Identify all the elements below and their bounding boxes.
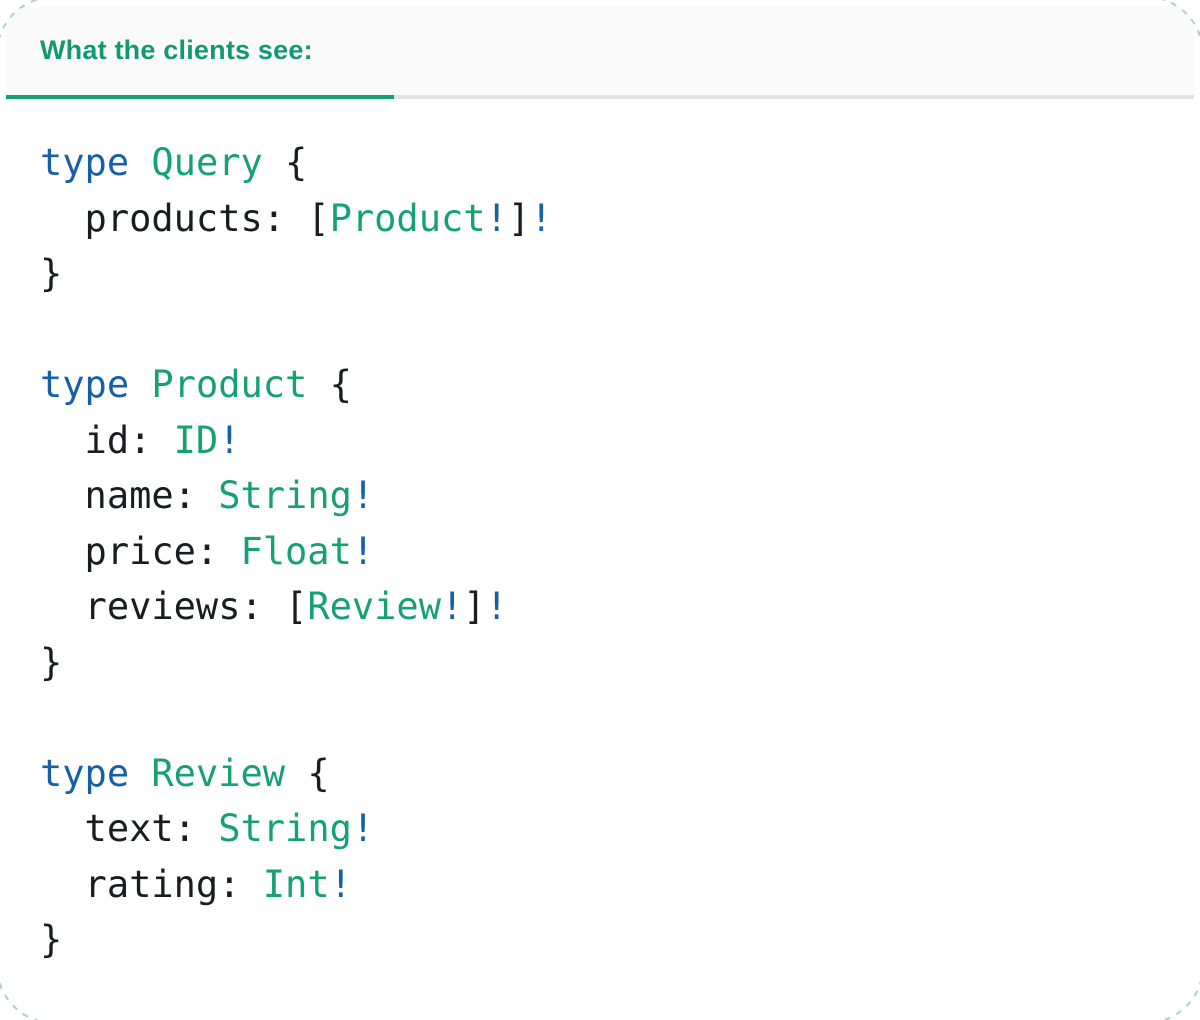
code-token: Review (307, 585, 441, 628)
code-token: String (218, 474, 352, 517)
code-token: } (40, 640, 63, 684)
code-token: products: [ (40, 196, 330, 240)
code-token: Review (151, 751, 286, 795)
code-line: } (40, 246, 1174, 302)
code-line: rating: Int! (40, 857, 1174, 913)
code-token: ! (351, 529, 375, 573)
code-line: type Query { (40, 135, 1174, 191)
code-token: type (40, 363, 130, 406)
code-token: id: (40, 418, 174, 462)
code-line: type Review { (40, 746, 1174, 802)
code-token: Product (151, 363, 308, 406)
divider-line (394, 95, 1194, 99)
code-token: Int (262, 862, 330, 906)
code-token: Query (151, 141, 263, 184)
code-token (129, 752, 151, 795)
code-line: text: String! (40, 801, 1174, 857)
code-token: ! (530, 196, 553, 240)
code-token: ! (329, 862, 352, 906)
code-line: price: Float! (40, 524, 1174, 580)
code-token: ! (351, 474, 375, 517)
code-token: } (40, 918, 63, 961)
code-line: type Product { (40, 357, 1174, 413)
code-token: { (262, 141, 308, 184)
code-token: ID (173, 418, 219, 462)
code-token: String (218, 807, 352, 850)
tab-what-clients-see: What the clients see: (40, 35, 313, 65)
code-token: price: (40, 529, 241, 573)
code-line (40, 302, 1174, 358)
schema-panel: What the clients see: type Query { produ… (6, 6, 1194, 1014)
code-token: reviews: [ (40, 585, 308, 628)
code-token: ! (485, 585, 508, 628)
code-line: name: String! (40, 468, 1174, 524)
code-line: } (40, 635, 1174, 691)
code-token: Float (240, 529, 352, 573)
code-token: ! (485, 196, 508, 240)
code-token: ] (463, 585, 486, 628)
code-token: name: (40, 474, 219, 517)
code-line: } (40, 912, 1174, 968)
code-token: type (40, 751, 130, 795)
code-token: rating: (40, 862, 263, 906)
code-token: { (307, 363, 352, 406)
code-block: type Query { products: [Product!]!}type … (6, 99, 1194, 968)
code-token: ! (218, 418, 241, 462)
code-token: ! (440, 585, 464, 628)
code-token (129, 141, 151, 184)
code-line (40, 690, 1174, 746)
panel-header: What the clients see: (6, 6, 1194, 95)
code-token: { (285, 751, 330, 795)
code-token: type (40, 141, 130, 184)
code-token: ] (507, 196, 531, 240)
code-line: id: ID! (40, 413, 1174, 469)
active-tab-underline (6, 95, 394, 99)
code-token (129, 363, 151, 406)
code-token: } (40, 252, 63, 295)
code-token: text: (40, 807, 219, 850)
code-token: ! (351, 807, 375, 850)
code-line: reviews: [Review!]! (40, 579, 1174, 635)
header-divider (6, 95, 1194, 99)
code-line: products: [Product!]! (40, 191, 1174, 247)
code-token: Product (329, 196, 486, 240)
